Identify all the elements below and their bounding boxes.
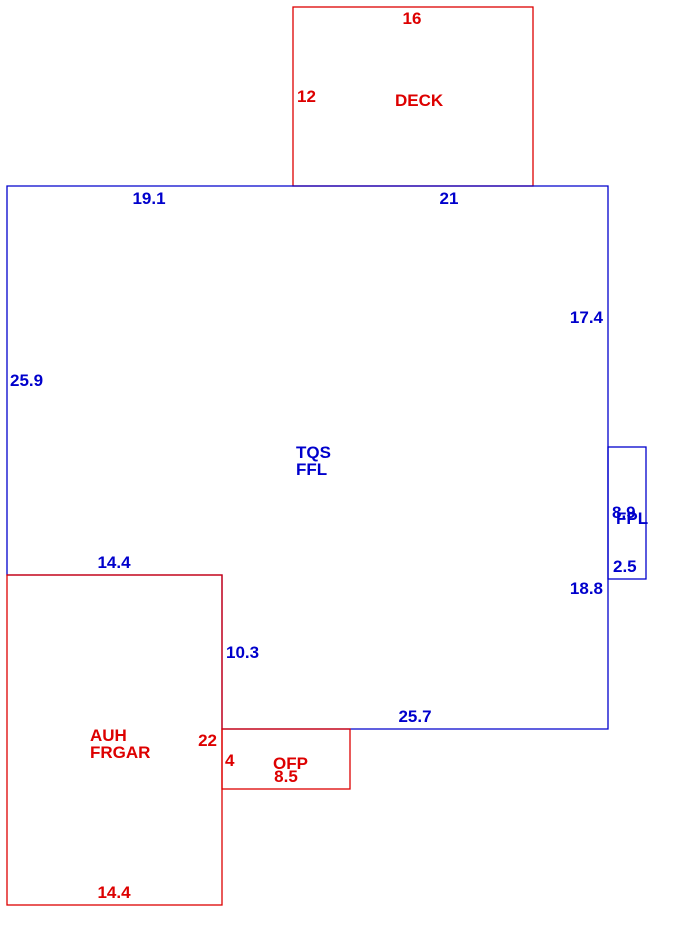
ofp-code: OFP bbox=[273, 754, 308, 773]
main-garage-top-dim: 14.4 bbox=[97, 553, 131, 572]
main-right-upper-dim: 17.4 bbox=[570, 308, 604, 327]
garage-code-2: FRGAR bbox=[90, 743, 150, 762]
fpl-height-dim: 8.9 bbox=[612, 503, 636, 522]
main-top-right-dim: 21 bbox=[440, 189, 459, 208]
ofp-width-dim: 8.5 bbox=[274, 767, 298, 786]
main-right-lower-dim: 18.8 bbox=[570, 579, 603, 598]
fpl-outline bbox=[607, 446, 647, 580]
ofp-area: 4 OFP 8.5 bbox=[221, 728, 351, 790]
garage-area: 22 14.4 AUH FRGAR bbox=[6, 574, 223, 906]
main-code-1: TQS bbox=[296, 443, 331, 462]
main-code-2: FFL bbox=[296, 460, 327, 479]
garage-code-1: AUH bbox=[90, 726, 127, 745]
main-top-left-dim: 19.1 bbox=[132, 189, 165, 208]
main-area: 19.1 21 25.9 17.4 18.8 25.7 14.4 10.3 TQ… bbox=[6, 185, 609, 730]
ofp-outline bbox=[221, 728, 351, 790]
garage-right-dim: 22 bbox=[198, 731, 217, 750]
fpl-width-dim: 2.5 bbox=[613, 557, 637, 576]
ofp-height-dim: 4 bbox=[225, 751, 235, 770]
deck-top-dim: 16 bbox=[403, 9, 422, 28]
garage-bottom-dim: 14.4 bbox=[97, 883, 131, 902]
fpl-area: 8.9 FPL 2.5 bbox=[607, 446, 648, 580]
deck-area: 16 12 DECK bbox=[292, 6, 534, 187]
main-garage-side-dim: 10.3 bbox=[226, 643, 259, 662]
main-bottom-dim: 25.7 bbox=[398, 707, 431, 726]
deck-code: DECK bbox=[395, 91, 444, 110]
main-left-dim: 25.9 bbox=[10, 371, 43, 390]
deck-left-dim: 12 bbox=[297, 87, 316, 106]
fpl-code: FPL bbox=[616, 509, 648, 528]
